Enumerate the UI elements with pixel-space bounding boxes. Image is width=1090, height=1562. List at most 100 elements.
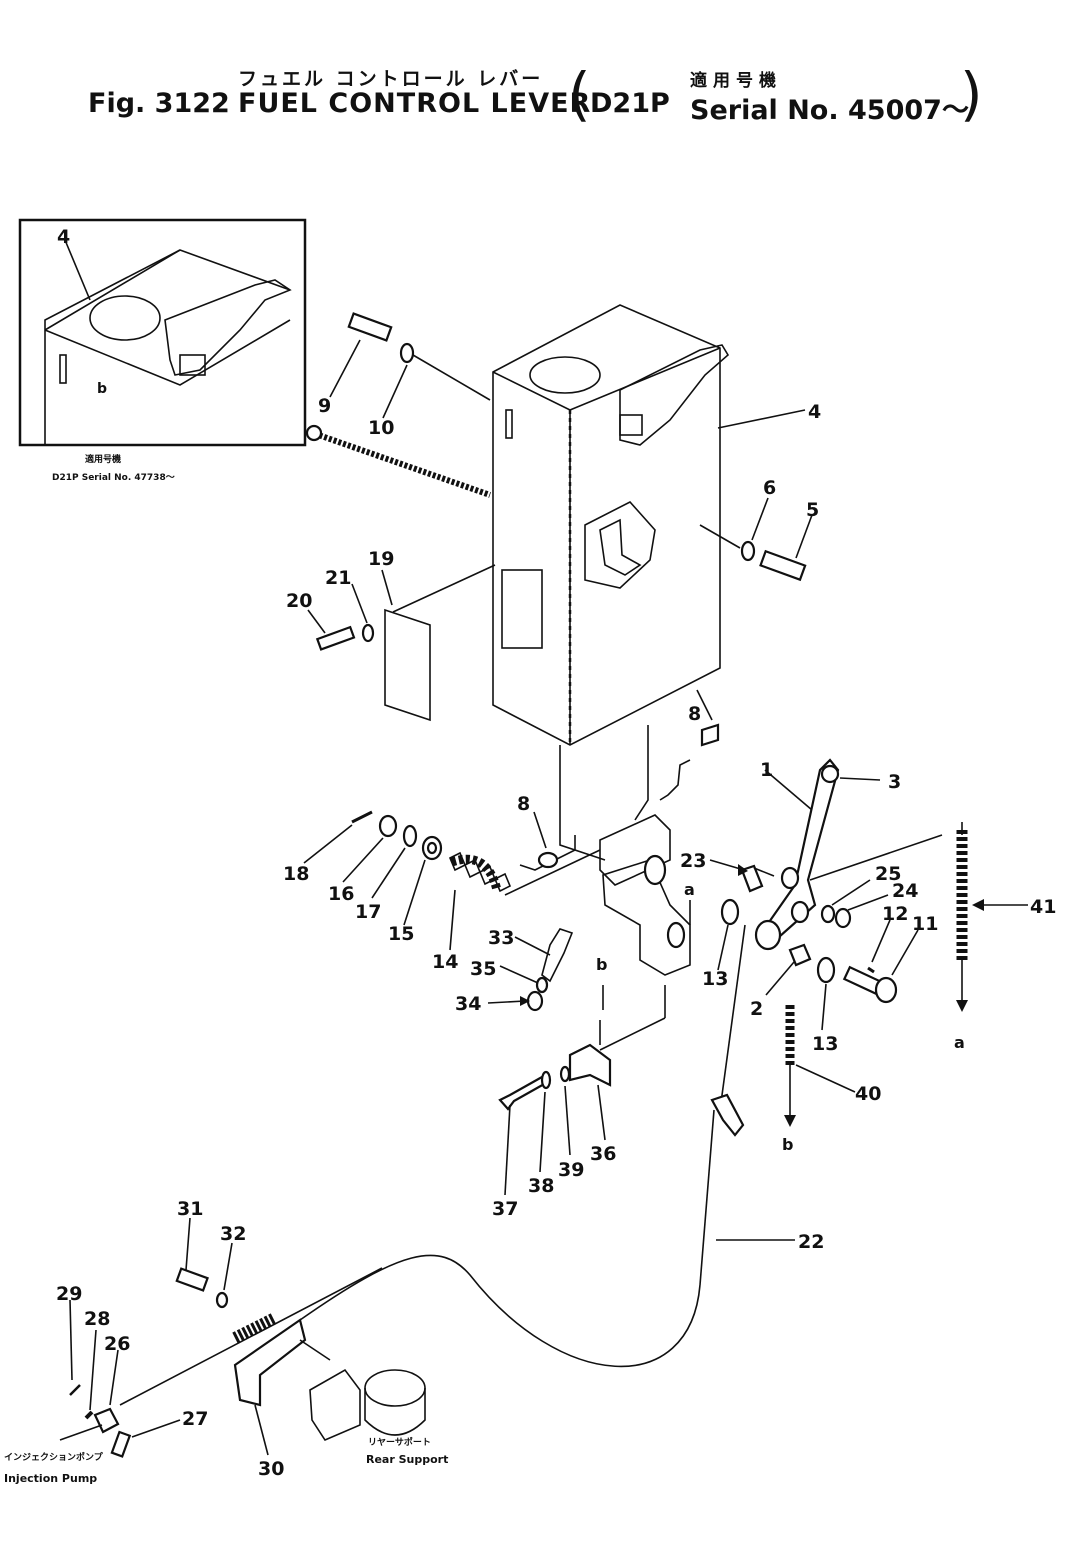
- bolt-5: [759, 514, 813, 582]
- callout-25: 25: [875, 863, 901, 885]
- nut-24: [834, 894, 889, 929]
- rear-support-label: Rear Support: [366, 1453, 448, 1466]
- nut-34: [487, 990, 544, 1012]
- washer-32: [215, 1242, 233, 1309]
- callout-18: 18: [283, 863, 309, 885]
- callout-13-left: 13: [702, 968, 728, 990]
- inset-view: 4 b 適用号機 D21P Serial No. 47738～: [18, 218, 307, 483]
- washer-35: [499, 965, 549, 994]
- injection-pump-label-jp: インジェクションポンプ: [4, 1451, 104, 1463]
- figure-number: Fig. 3122: [88, 88, 230, 119]
- collar-8-top: [696, 689, 720, 747]
- callout-13-right: 13: [812, 1033, 838, 1055]
- callout-6: 6: [763, 477, 776, 499]
- callout-32: 32: [220, 1223, 246, 1245]
- washer-39: [559, 1065, 571, 1156]
- callout-labels: 1 2 3 4 5 6 8 8 9 10 11 12 13 13 14 15 1…: [56, 395, 1056, 1480]
- callout-21: 21: [325, 567, 351, 589]
- callout-16: 16: [328, 883, 354, 905]
- pin-3: [820, 764, 881, 784]
- long-bolt: [305, 424, 491, 498]
- callout-29: 29: [56, 1283, 82, 1305]
- pin-12: [867, 919, 891, 974]
- callout-23: 23: [680, 850, 706, 872]
- title-japanese-serial: 適用号機: [690, 71, 782, 91]
- callout-11: 11: [912, 913, 938, 935]
- callout-10: 10: [368, 417, 394, 439]
- callout-19: 19: [368, 548, 394, 570]
- washer-13-left: [717, 898, 740, 971]
- callout-20: 20: [286, 590, 312, 612]
- rear-support: [309, 1368, 426, 1442]
- letter-b-spring: b: [782, 1135, 793, 1154]
- bolt-31: [175, 1217, 209, 1292]
- cotter-pin-18: [303, 810, 373, 864]
- title-japanese: フュエル コントロール レバー: [238, 68, 544, 90]
- callout-38: 38: [528, 1175, 554, 1197]
- bolt-11: [842, 929, 919, 1004]
- model-name: D21P: [590, 88, 670, 119]
- pin-29: [69, 1299, 81, 1396]
- washer-38: [539, 1070, 552, 1173]
- collar-2: [765, 943, 812, 996]
- callout-2: 2: [750, 998, 763, 1020]
- inset-letter-b: b: [97, 381, 107, 397]
- callout-34: 34: [455, 993, 481, 1015]
- callout-5: 5: [806, 499, 819, 521]
- callout-14: 14: [432, 951, 458, 973]
- letter-a-bracket: a: [684, 880, 695, 899]
- control-cable-22: [119, 924, 795, 1406]
- callout-31: 31: [177, 1198, 203, 1220]
- lever-1: [754, 758, 840, 951]
- callout-1: 1: [760, 759, 773, 781]
- letter-a-spring: a: [954, 1033, 965, 1052]
- washer-17: [371, 824, 418, 899]
- washer-10: [382, 342, 491, 419]
- callout-3: 3: [888, 771, 901, 793]
- callout-24: 24: [892, 880, 918, 902]
- bracket-assembly: [504, 725, 691, 976]
- callout-4: 4: [808, 401, 821, 423]
- callout-26: 26: [104, 1333, 130, 1355]
- washer-13-right: [816, 956, 836, 1031]
- serial-range: Serial No. 45007～: [690, 95, 969, 126]
- callout-8-top: 8: [688, 703, 701, 725]
- washer-25: [820, 879, 871, 924]
- rear-support-label-jp: リヤーサポート: [368, 1436, 431, 1448]
- washer-6: [699, 497, 769, 562]
- washer-21: [351, 583, 375, 643]
- callout-12: 12: [882, 903, 908, 925]
- callout-9: 9: [318, 395, 331, 417]
- callout-37: 37: [492, 1198, 518, 1220]
- console-box: [492, 304, 730, 746]
- pin-23: [709, 859, 775, 893]
- letter-b-bracket: b: [596, 955, 607, 974]
- cover-plate-19: [381, 564, 496, 722]
- callout-30: 30: [258, 1458, 284, 1480]
- bolt-9: [329, 312, 393, 398]
- spring-40: [784, 1005, 856, 1127]
- inset-callout-4: 4: [57, 226, 70, 248]
- inset-japanese-serial: 適用号機: [85, 453, 121, 465]
- nut-16: [342, 814, 398, 883]
- callout-22: 22: [798, 1231, 824, 1253]
- bracket-36: [568, 985, 666, 1141]
- callout-36: 36: [590, 1143, 616, 1165]
- joint-26: [93, 1349, 120, 1434]
- callout-33: 33: [488, 927, 514, 949]
- callout-15: 15: [388, 923, 414, 945]
- screw-20: [307, 609, 356, 651]
- bracket-30: [233, 1318, 331, 1456]
- collar-8-left: [533, 811, 559, 869]
- callout-17: 17: [355, 901, 381, 923]
- inset-serial: D21P Serial No. 47738～: [52, 473, 175, 483]
- spring-14: [448, 851, 512, 951]
- injection-pump-label: Injection Pump: [4, 1472, 97, 1485]
- page-title: FUEL CONTROL LEVER: [238, 88, 592, 119]
- callout-27: 27: [182, 1408, 208, 1430]
- callout-8-left: 8: [517, 793, 530, 815]
- bolt-27: [110, 1419, 181, 1458]
- washer-15: [403, 835, 443, 926]
- title-open-paren: (: [568, 60, 591, 128]
